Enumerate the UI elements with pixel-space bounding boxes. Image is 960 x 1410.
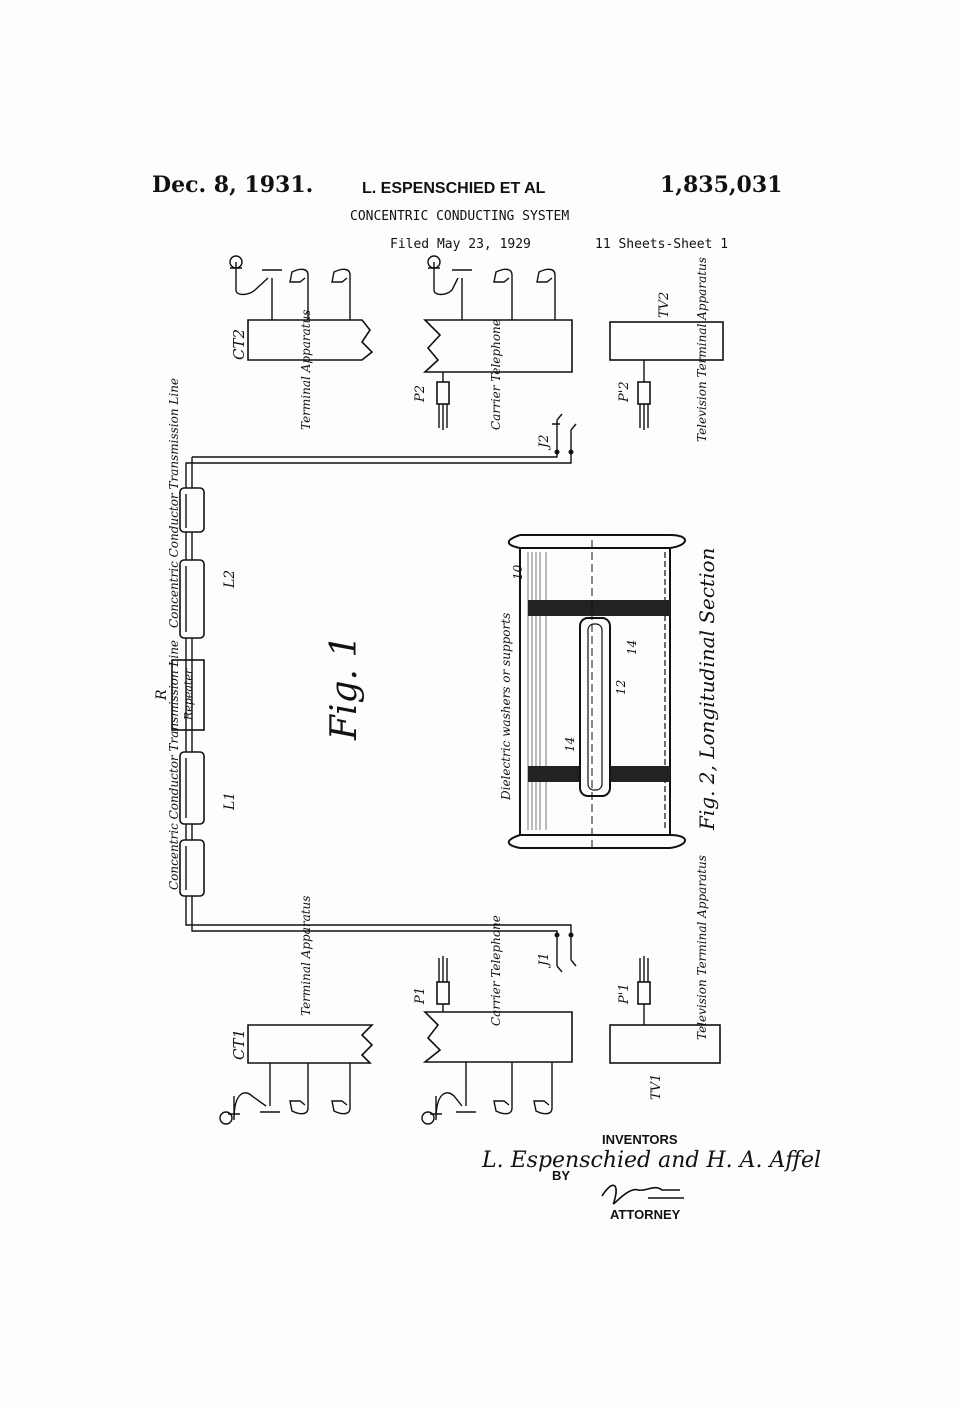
tv1-label: TV1 [649,1074,664,1100]
inventors-label: INVENTORS [602,1132,678,1147]
tv1-caption: Television Terminal Apparatus [695,855,709,1040]
tv1-terminal-box [609,1024,721,1064]
p2-label: P2 [413,385,428,403]
ct2-terminal-box [247,319,374,361]
handset-icon-top-5 [493,268,513,320]
fig2-label: Fig. 2, Longitudinal Section [695,548,719,831]
fig2-ref-outer: 10 [511,564,525,580]
p2-prime-label: P'2 [617,381,632,403]
carrier-telephone-box-top [422,319,573,373]
ct1-terminal-box [247,1024,374,1064]
patent-number: 1,835,031 [660,172,783,198]
telephone-set-icon-bottom-1 [219,1063,280,1125]
handset-icon-top-3 [331,268,351,320]
j2-label: J2 [537,435,552,451]
handset-icon-top-2 [289,268,309,320]
attorney-signature-icon [601,1184,684,1205]
ct2-caption: Terminal Apparatus [299,310,313,430]
washer-caption: Dielectric washers or supports [499,613,513,801]
carrier-caption-top: Carrier Telephone [489,319,503,430]
tv2-caption: Television Terminal Apparatus [695,257,709,442]
ct1-caption: Terminal Apparatus [299,896,313,1016]
j1-label: J1 [537,953,552,969]
handset-icon-bottom-6 [533,1062,553,1115]
cable-section-l1 [179,751,205,897]
fig2-cross-section [507,534,686,850]
p1-label: P1 [413,987,428,1005]
inventor-names: L. Espenschied and H. A. Affel [482,1148,822,1173]
inventor-title: L. ESPENSCHIED ET AL [362,180,546,197]
handset-icon-bottom-5 [493,1062,513,1115]
plug-p1-icon [436,956,450,1012]
telephone-set-icon-top-1 [229,255,282,320]
ct1-label: CT1 [230,1029,248,1060]
l1-label: L1 [222,792,238,811]
attorney-label: ATTORNEY [610,1207,681,1222]
fig2-ref-inner: 12 [614,680,628,695]
plug-p1-prime-icon [637,956,651,1025]
repeater-label: Repeater [182,668,195,721]
l1-caption: Concentric Conductor Transmission Line [167,640,181,890]
plug-p2-prime-icon [637,360,651,430]
sheet-count: 11 Sheets-Sheet 1 [595,237,729,252]
jack-j1-icon [554,932,577,973]
tv2-terminal-box [609,321,724,361]
patent-date: Dec. 8, 1931. [152,172,314,198]
telephone-set-icon-top-4 [427,255,472,320]
fig2-ref-washer-a: 14 [625,640,639,655]
carrier-caption-bottom: Carrier Telephone [489,915,503,1026]
cable-section-l2 [179,487,205,639]
carrier-telephone-box-bottom [422,1011,573,1063]
handset-icon-bottom-2 [289,1063,309,1115]
jack-j2-icon [552,413,577,455]
handset-icon-bottom-3 [331,1063,351,1115]
fig2-ref-washer-b: 14 [563,737,577,752]
patent-title: CONCENTRIC CONDUCTING SYSTEM [350,209,570,224]
handset-icon-top-6 [536,268,556,320]
plug-p2-icon [436,372,450,430]
fig1-label: Fig. 1 [324,635,365,741]
repeater-ref: R [154,689,170,701]
telephone-set-icon-bottom-4 [421,1062,476,1125]
tv2-label: TV2 [657,292,672,318]
l2-label: L2 [222,570,238,589]
l2-caption: Concentric Conductor Transmission Line [167,378,181,628]
ct2-label: CT2 [230,329,248,360]
repeater-box [171,659,205,731]
p1-prime-label: P'1 [617,983,632,1005]
by-label: BY [552,1168,571,1183]
filed-date: Filed May 23, 1929 [390,237,531,252]
